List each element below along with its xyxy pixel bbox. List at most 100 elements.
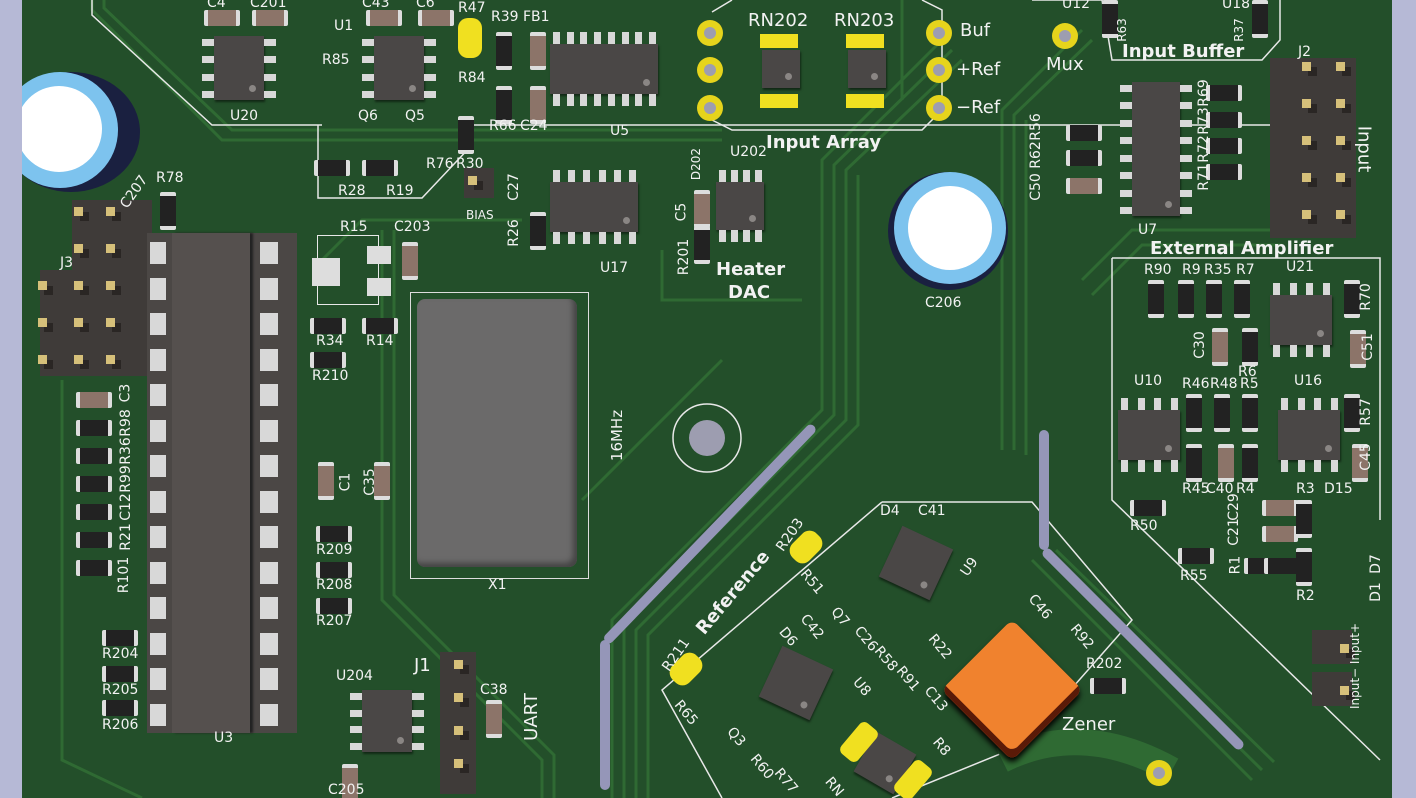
label-bias: BIAS xyxy=(466,208,494,222)
chip-pin xyxy=(202,39,214,46)
label-r85: R85 xyxy=(322,52,350,68)
chip-pin xyxy=(613,232,621,244)
resistor xyxy=(310,318,346,334)
pref-test-point[interactable] xyxy=(926,57,952,83)
label-c38: C38 xyxy=(480,682,508,698)
header-pin xyxy=(1336,173,1345,182)
chip-pin xyxy=(1137,460,1145,472)
resistor xyxy=(76,448,112,464)
chip-pin xyxy=(621,32,629,44)
label-16mhz: 16MHz xyxy=(608,409,627,462)
label-r78: R78 xyxy=(156,170,184,186)
resistor xyxy=(1242,328,1258,366)
header-pin xyxy=(454,726,463,735)
label-r76: R76 xyxy=(426,156,454,172)
chip-pin xyxy=(1171,398,1178,410)
chip-pin xyxy=(553,170,560,182)
dip-pad xyxy=(150,703,166,726)
header-pin xyxy=(106,355,115,364)
chip-pin xyxy=(1180,137,1192,145)
chip-pin xyxy=(1273,283,1280,295)
resistor xyxy=(310,352,346,368)
label-c30: C30 xyxy=(1191,331,1208,359)
j1-uart-header[interactable] xyxy=(440,652,476,794)
header-pin xyxy=(454,693,463,702)
chip-pin xyxy=(635,94,643,106)
dip-pad xyxy=(260,490,278,513)
chip-pin xyxy=(568,232,576,244)
test-point[interactable] xyxy=(697,20,723,46)
chip-pin xyxy=(731,170,738,182)
dip-pad xyxy=(150,632,166,655)
header-pin xyxy=(74,281,83,290)
resistor xyxy=(458,116,474,154)
header-pin xyxy=(1302,173,1311,182)
label-c205: C205 xyxy=(328,782,365,798)
resistor xyxy=(694,226,710,264)
chip-pin xyxy=(613,170,621,182)
resistor xyxy=(76,504,112,520)
chip-pin xyxy=(649,94,656,106)
label-u3: U3 xyxy=(214,730,234,746)
capacitor xyxy=(366,10,402,26)
chip-pin xyxy=(202,91,214,98)
chip-pin xyxy=(424,56,436,64)
header-pin xyxy=(454,660,463,669)
resistor xyxy=(1344,394,1360,432)
label-c29: C29 xyxy=(1225,493,1242,521)
buf-test-point[interactable] xyxy=(926,20,952,46)
dip-pad xyxy=(150,455,166,477)
chip-pin xyxy=(1120,137,1132,145)
capacitor xyxy=(1350,330,1366,368)
rn202-chip xyxy=(762,50,800,88)
header-pin xyxy=(74,244,83,253)
chip-pin xyxy=(566,32,574,44)
test-point[interactable] xyxy=(697,95,723,121)
ground-bar xyxy=(600,640,610,790)
chip-pin xyxy=(755,170,762,182)
chip-pin xyxy=(629,232,636,244)
pcb-board: C4 C201 C43 C6 U1 R47 R39 FB1 R85 R84 U2… xyxy=(22,0,1392,798)
test-point[interactable] xyxy=(697,57,723,83)
resistor xyxy=(316,526,352,542)
label-c1: C1 xyxy=(337,472,354,492)
resistor xyxy=(362,160,398,176)
label-r206: R206 xyxy=(102,717,139,733)
chip-pin xyxy=(1120,189,1132,197)
resistor xyxy=(496,32,512,70)
chip-pin xyxy=(1154,460,1162,472)
dip-pad xyxy=(150,490,166,513)
dip-pad xyxy=(260,597,278,619)
label-dac: DAC xyxy=(728,282,771,303)
label-heater: Heater xyxy=(716,259,786,280)
chip-pin xyxy=(1180,207,1192,214)
label-mref: −Ref xyxy=(956,97,1001,118)
mref-test-point[interactable] xyxy=(926,95,952,121)
chip-pin xyxy=(1306,283,1314,295)
j2-pin-header[interactable] xyxy=(1270,58,1356,238)
chip-pin xyxy=(607,94,615,106)
capacitor xyxy=(402,242,418,280)
resistor xyxy=(76,560,112,576)
label-r205: R205 xyxy=(102,682,139,698)
dip-pad xyxy=(260,384,278,406)
resistor xyxy=(1264,558,1300,574)
label-c45: C45 xyxy=(1357,443,1374,471)
chip-pin xyxy=(755,230,762,242)
dip-pad xyxy=(150,348,166,371)
test-point[interactable] xyxy=(1146,760,1172,786)
label-fb1: FB1 xyxy=(523,9,550,25)
header-pin xyxy=(1302,62,1311,71)
resistor xyxy=(1242,394,1258,432)
chip-pin xyxy=(580,32,588,44)
chip-pin xyxy=(424,39,436,46)
resistor xyxy=(362,318,398,334)
header-pin xyxy=(38,281,47,290)
header-pin xyxy=(1336,136,1345,145)
dip-pad xyxy=(260,419,278,442)
mux-test-point[interactable] xyxy=(1052,23,1078,49)
chip-pin xyxy=(264,39,276,46)
label-mux: Mux xyxy=(1046,54,1084,75)
electrolytic-capacitor-c206 xyxy=(888,172,1008,290)
jumper-r47[interactable] xyxy=(458,18,482,58)
